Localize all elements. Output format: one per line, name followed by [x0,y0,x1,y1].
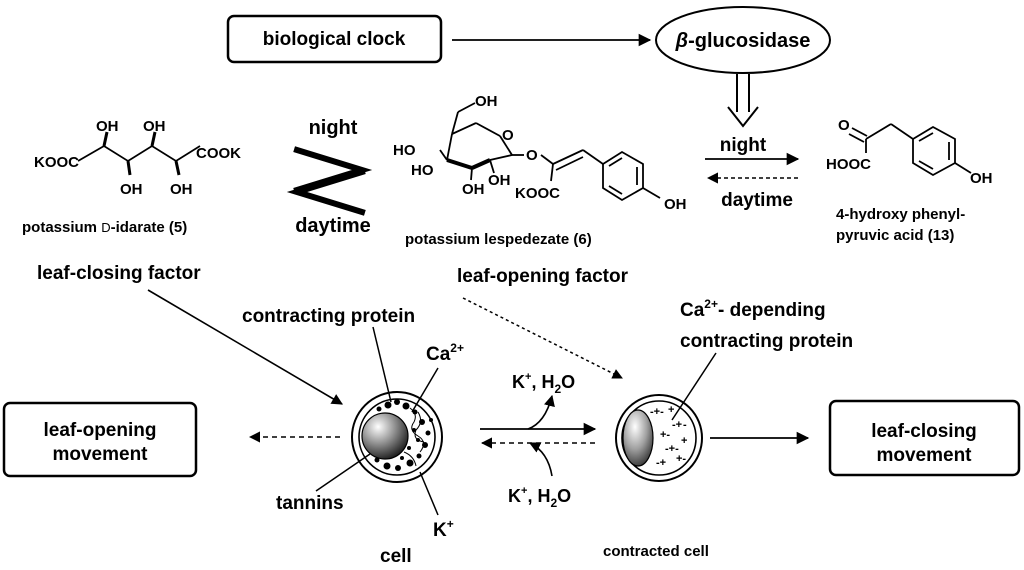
equilibrium1-daytime-label: daytime [295,215,371,237]
idarate-structure: OH OH OH OH KOOC COOK potassium D-idarat… [22,118,241,236]
idarate-oh-2: OH [143,118,166,135]
k-water-uptake-arrow [528,442,553,477]
tannins-pointer [315,453,371,492]
beta-glucosidase-ellipse: β-glucosidase [655,6,831,74]
equilibrium2-night-label: night [720,135,767,156]
leaf-closing-movement-line1: leaf-closing [871,421,977,442]
lespedezate-oh-2: OH [488,172,511,189]
contracting-protein-pointer [372,326,392,403]
svg-text:β-glucosidase: β-glucosidase [675,30,811,52]
leaf-closing-movement-box: leaf-closing movement [828,399,1021,477]
svg-text:+-: +- [660,429,670,441]
leaf-closing-movement-line2: movement [876,445,972,466]
lespedezate-ho-1: HO [393,142,416,159]
idarate-cook: COOK [196,145,241,162]
tannins-label: tannins [276,493,344,514]
lespedezate-kooc: KOOC [515,185,560,202]
enzyme-down-double-arrow [727,74,759,128]
contracted-cell-illustration: -+- + -+ +- + -+- -+ +- - [615,394,703,482]
phenylpyruvic-structure: O HOOC OH 4-hydroxy phenyl- pyruvic acid… [826,117,993,244]
cell-illustration [351,391,443,483]
equilibrium2-daytime-label: daytime [721,190,793,211]
idarate-oh-1: OH [96,118,119,135]
ca-depending-label-line1: Ca2+- depending [680,297,826,321]
idarate-name: potassium D-idarate (5) [22,219,187,236]
svg-text:+: + [681,435,687,447]
leaf-opening-movement-line2: movement [52,444,148,465]
lespedezate-ho-2: HO [411,162,434,179]
svg-text:-+-: -+- [665,443,679,455]
leaf-opening-factor-label: leaf-opening factor [457,266,629,287]
equilibrium1-night-label: night [309,117,358,139]
idarate-kooc: KOOC [34,154,79,171]
biological-clock-box: biological clock [226,14,443,64]
potassium-label: K+ [433,517,454,541]
phenylpyruvic-hooc: HOOC [826,156,871,173]
idarate-oh-3: OH [120,181,143,198]
contracted-cell-label: contracted cell [603,543,709,560]
leaf-opening-movement-line1: leaf-opening [44,420,157,441]
lespedezate-glycosidic-o: O [526,147,538,164]
beta-symbol: β [675,30,688,52]
svg-text:-+: -+ [656,457,666,469]
svg-text:+-: +- [676,453,686,465]
ca-depending-label-line2: contracting protein [680,331,853,352]
leaf-opening-movement-box: leaf-opening movement [2,401,198,478]
glucosidase-label: -glucosidase [688,30,810,52]
lespedezate-name: potassium lespedezate (6) [405,231,592,248]
phenylpyruvic-name-line2: pyruvic acid (13) [836,227,954,244]
closing-factor-arrow [147,289,343,405]
phenylpyruvic-oh: OH [970,170,993,187]
svg-text:-+-: -+- [650,406,664,418]
lespedezate-oh-3: OH [462,181,485,198]
leaf-closing-factor-label: leaf-closing factor [37,263,201,284]
lespedezate-structure: OH O HO HO OH OH O KOOC OH potassium les… [393,93,687,248]
equilibrium1-symbol [286,146,373,216]
k-water-release-arrow [527,394,555,430]
svg-text:-: - [683,419,687,431]
lespedezate-oh-ch2: OH [475,93,498,110]
idarate-oh-4: OH [170,181,193,198]
opening-factor-arrow [462,297,623,379]
potassium-pointer [419,471,439,516]
k-water-bottom-label: K+, H2O [508,485,571,510]
svg-text:+: + [668,404,674,416]
cell-label: cell [380,546,412,565]
ca-depending-pointer [671,352,717,421]
calcium-label: Ca2+ [426,341,464,365]
k-water-top-label: K+, H2O [512,371,575,396]
svg-text:-+: -+ [672,419,682,431]
lespedezate-phenol-oh: OH [664,196,687,213]
calcium-pointer [411,367,439,413]
biological-clock-label: biological clock [263,29,406,50]
lespedezate-ring-o: O [502,127,514,144]
phenylpyruvic-o: O [838,117,850,134]
phenylpyruvic-name-line1: 4-hydroxy phenyl- [836,206,965,223]
contracting-protein-label: contracting protein [242,306,415,327]
